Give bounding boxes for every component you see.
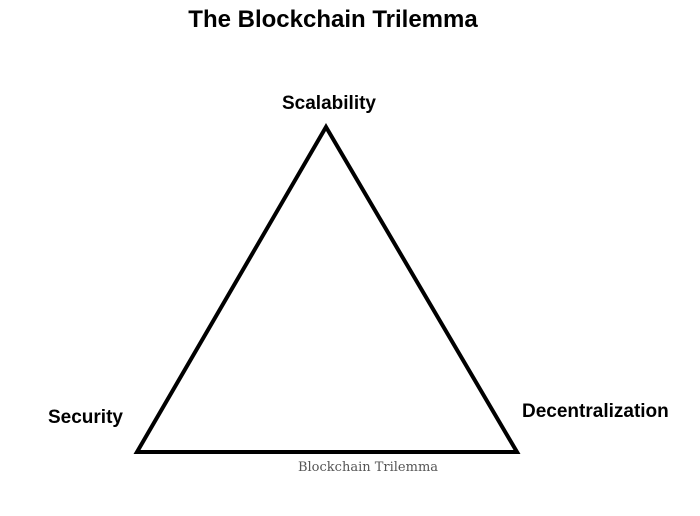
diagram-title: The Blockchain Trilemma — [188, 6, 478, 33]
trilemma-triangle — [133, 123, 521, 454]
figure-caption: Blockchain Trilemma — [297, 460, 439, 475]
vertex-label-scalability: Scalability — [282, 93, 376, 114]
vertex-label-security: Security — [48, 407, 123, 428]
vertex-label-decentralization: Decentralization — [522, 401, 669, 422]
